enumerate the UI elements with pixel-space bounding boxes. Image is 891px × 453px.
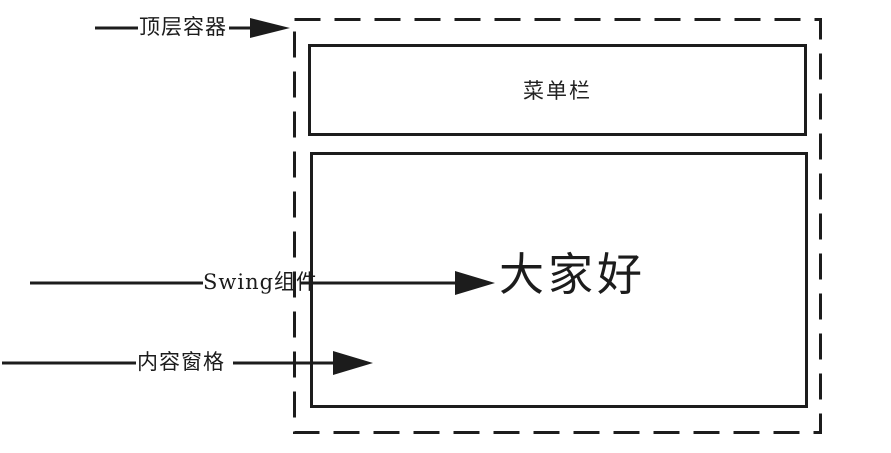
- callout-swing-component: Swing组件: [203, 270, 319, 294]
- menu-bar-label: 菜单栏: [523, 79, 592, 103]
- swing-component-text: 大家好: [499, 248, 647, 301]
- menu-bar-box: 菜单栏: [308, 44, 807, 136]
- arrowhead-right-icon: [250, 18, 290, 38]
- callout-content-pane: 内容窗格: [137, 350, 225, 374]
- callout-top-container: 顶层容器: [139, 15, 227, 39]
